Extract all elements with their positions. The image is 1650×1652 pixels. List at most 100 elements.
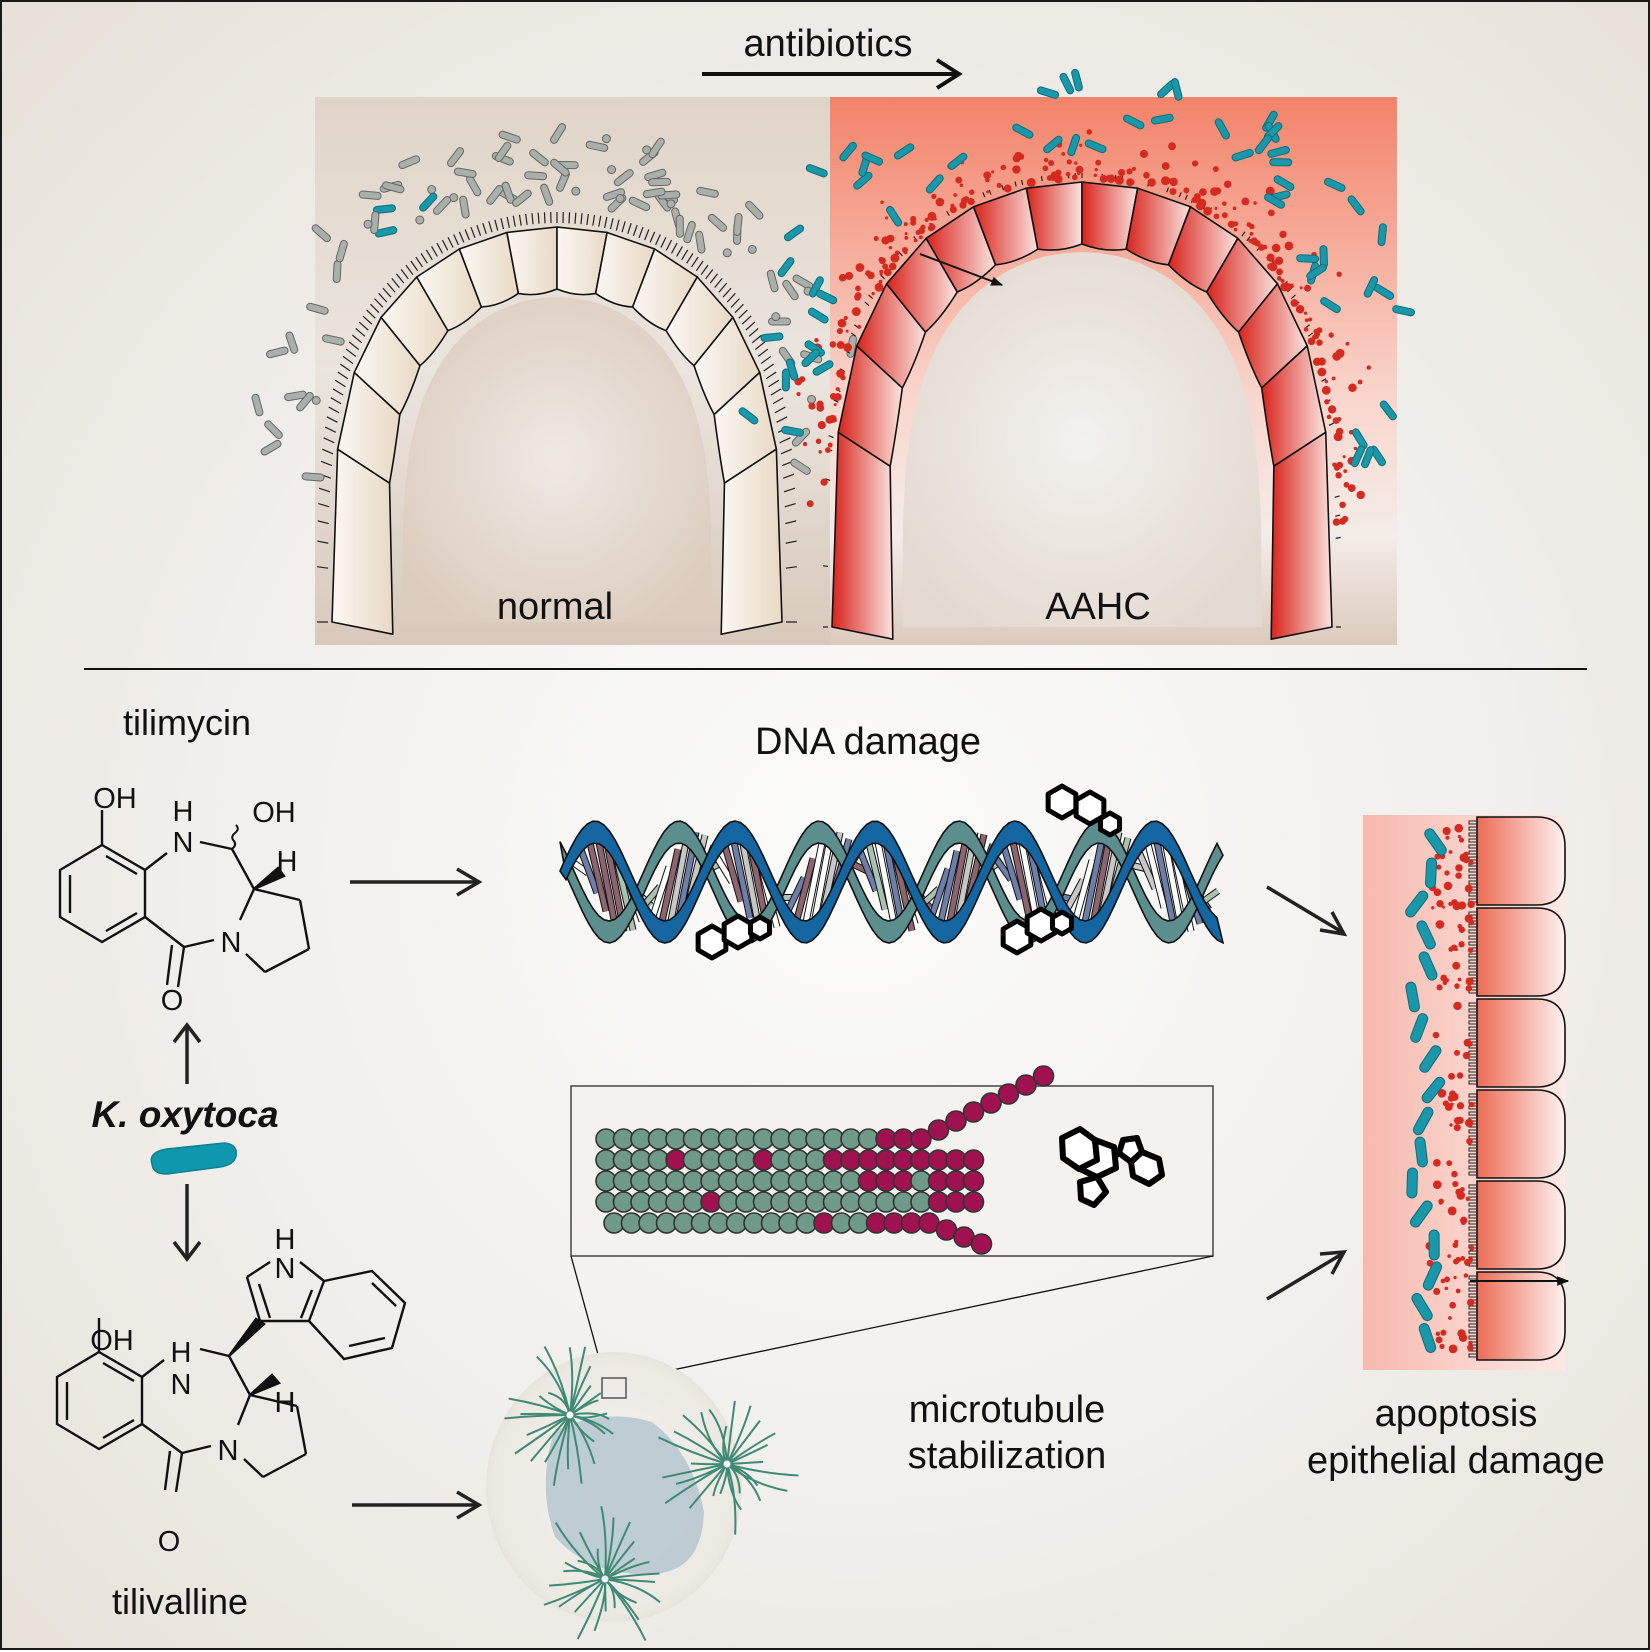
svg-text:N: N <box>275 1253 296 1285</box>
svg-text:O: O <box>158 1526 181 1558</box>
rod-bacterium <box>301 472 325 482</box>
base-pair <box>666 836 690 932</box>
microtubule-fiber <box>700 1411 728 1465</box>
coccus-bacterium <box>427 185 437 195</box>
rod-bacterium <box>381 181 405 194</box>
blood-dot <box>1317 357 1326 366</box>
drug-adduct-ring <box>1073 789 1107 827</box>
blood-dot <box>885 216 889 220</box>
blood-dot <box>1454 823 1464 833</box>
centrosome <box>722 1459 732 1469</box>
blood-dot <box>1143 171 1150 179</box>
tubulin-lattice <box>595 1065 1055 1255</box>
microtubule-fiber <box>604 1578 661 1604</box>
rod-bacterium <box>1360 446 1375 469</box>
blood-dot <box>904 232 908 236</box>
rod-bacterium <box>1264 193 1286 209</box>
blood-dot <box>1463 1258 1472 1266</box>
microtubule-fiber <box>726 1405 752 1465</box>
blood-dot <box>827 442 833 448</box>
rod-bacterium <box>1351 428 1368 450</box>
blood-dot <box>1303 327 1309 332</box>
blood-dot <box>1284 241 1294 251</box>
blood-dot <box>1449 1301 1456 1309</box>
rod-bacterium <box>1422 1261 1443 1291</box>
blood-dot <box>1321 385 1331 395</box>
microtubule-fiber <box>520 1412 571 1416</box>
outcome-label-line1: apoptosis <box>1375 1393 1538 1435</box>
blood-dot <box>883 268 892 277</box>
rod-bacterium <box>550 123 567 144</box>
blood-dot <box>1339 501 1346 509</box>
rod-bacterium <box>1425 857 1438 889</box>
rod-bacterium <box>524 171 548 181</box>
blood-dot <box>935 197 945 207</box>
tubulin-dimer-bound <box>945 1110 967 1132</box>
tubulin-dimer-bound <box>927 1119 950 1141</box>
rod-bacterium <box>512 189 532 207</box>
blood-dot <box>1464 914 1474 923</box>
rod-bacterium <box>886 205 903 227</box>
blood-dot <box>1308 317 1313 322</box>
blood-dot <box>1436 864 1442 870</box>
base-pair <box>936 850 960 931</box>
blood-dot <box>1131 166 1137 171</box>
microtubule-fiber <box>604 1572 660 1580</box>
blood-dot <box>843 343 852 352</box>
blood-dot <box>1094 167 1099 172</box>
blood-dot <box>1299 286 1303 290</box>
blood-dot <box>983 171 992 180</box>
blood-dot <box>955 176 963 184</box>
blood-dot <box>996 182 1002 188</box>
blood-dot <box>1432 1031 1440 1039</box>
rod-bacterium <box>1231 148 1254 162</box>
blood-dot <box>1444 1276 1451 1283</box>
blood-dot <box>1324 379 1329 384</box>
blood-dot <box>1435 1336 1443 1344</box>
epithelial-cell <box>1476 1089 1566 1179</box>
coccus-bacterium <box>363 219 373 229</box>
rod-bacterium <box>1170 78 1183 101</box>
rod-bacterium <box>783 224 805 242</box>
blood-dot <box>1444 1286 1449 1291</box>
rod-bacterium <box>1323 177 1346 192</box>
rod-bacterium <box>432 195 452 215</box>
tubulin-dimer-bound <box>970 1233 993 1255</box>
svg-text:H: H <box>277 846 298 878</box>
tilivalline-structure <box>55 1260 407 1493</box>
translocation-arrow-top <box>919 253 1004 286</box>
epithelial-cell <box>1476 1271 1566 1361</box>
blood-dot <box>1457 977 1462 982</box>
blood-dot <box>1284 283 1290 289</box>
rod-bacterium <box>585 140 609 152</box>
blood-dot <box>1248 238 1253 243</box>
blood-dot <box>1332 518 1341 526</box>
blood-dot <box>1312 334 1318 340</box>
svg-text:OH: OH <box>93 783 137 815</box>
microtubule-fiber <box>576 1578 606 1640</box>
blood-dot <box>1465 985 1473 992</box>
coccus-bacterium <box>722 248 732 258</box>
blood-dot <box>818 450 822 454</box>
blood-dot <box>1099 174 1108 183</box>
blood-dot <box>845 271 854 280</box>
blood-dot <box>1253 201 1257 205</box>
blood-dot <box>1222 201 1227 206</box>
microtubule-fiber <box>726 1463 737 1535</box>
blood-dot <box>851 307 861 317</box>
blood-dot <box>865 270 872 277</box>
blood-dot <box>1453 1116 1462 1125</box>
blood-dot <box>1455 1288 1461 1294</box>
blood-dot <box>1460 1256 1466 1261</box>
blood-dot <box>1447 1206 1457 1216</box>
rod-bacterium <box>1269 158 1293 167</box>
blood-dot <box>1169 188 1177 196</box>
crypt-lumen <box>402 297 712 622</box>
microtubule-fiber <box>549 1578 606 1587</box>
base-pair <box>1008 832 1032 918</box>
normal-label: normal <box>497 586 613 628</box>
blood-dot <box>1115 177 1121 182</box>
blood-dot <box>1214 206 1218 210</box>
rod-bacterium <box>1410 1013 1429 1043</box>
microtubule-fiber <box>600 1505 607 1580</box>
